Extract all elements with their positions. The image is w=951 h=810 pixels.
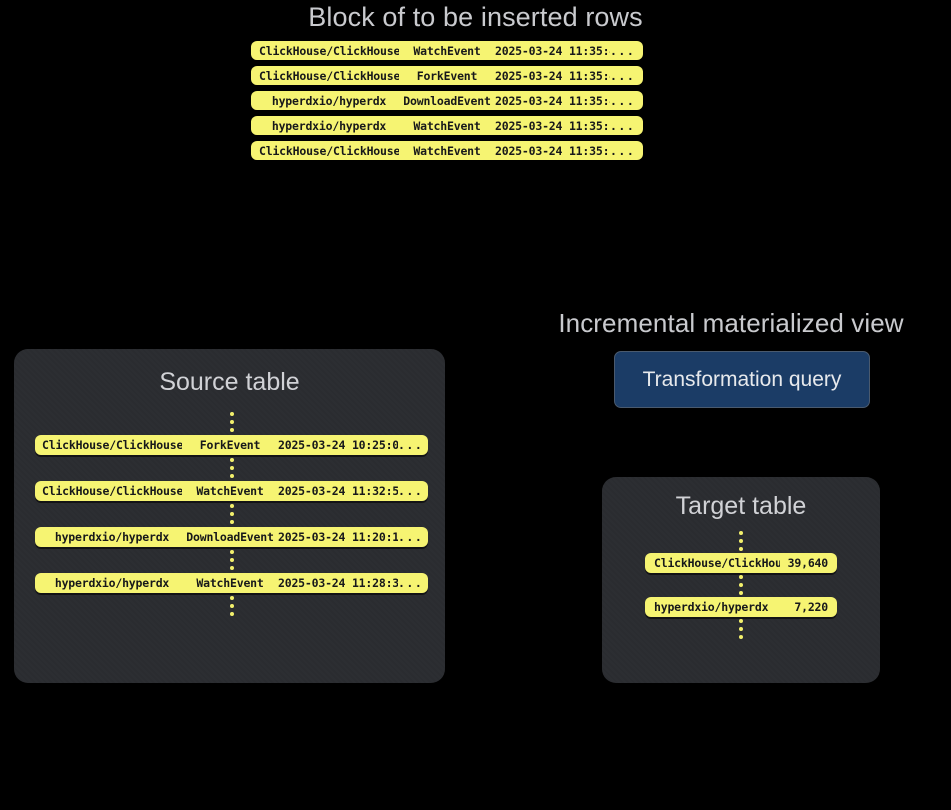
row-more-ellipsis: ... [398, 484, 421, 498]
block-of-inserted-rows: ClickHouse/ClickHouse WatchEvent 2025-03… [251, 41, 643, 166]
source-table-panel: Source table ClickHouse/ClickHouse ForkE… [14, 349, 445, 683]
row-repo: ClickHouse/ClickHouse [42, 484, 182, 498]
row-timestamp: 2025-03-24 10:25:00 [278, 438, 398, 452]
row-repo: hyperdxio/hyperdx [654, 600, 769, 614]
row-timestamp: 2025-03-24 11:35:44 [495, 68, 610, 83]
table-row: ClickHouse/ClickHouse ForkEvent 2025-03-… [35, 435, 428, 455]
source-table-body: ClickHouse/ClickHouse ForkEvent 2025-03-… [35, 409, 428, 619]
table-row: hyperdxio/hyperdx 7,220 [645, 597, 837, 617]
row-event: ForkEvent [416, 68, 478, 83]
table-row: hyperdxio/hyperdx WatchEvent 2025-03-24 … [251, 116, 643, 135]
row-repo: ClickHouse/ClickHouse [259, 43, 399, 58]
vertical-ellipsis-icon [35, 547, 428, 573]
transformation-query-box[interactable]: Transformation query [614, 351, 870, 408]
row-timestamp: 2025-03-24 11:28:32 [278, 576, 398, 590]
vertical-ellipsis-icon [35, 409, 428, 435]
table-row: ClickHouse/ClickHouse WatchEvent 2025-03… [35, 481, 428, 501]
target-table-title: Target table [675, 492, 807, 520]
table-row: hyperdxio/hyperdx WatchEvent 2025-03-24 … [35, 573, 428, 593]
table-row: hyperdxio/hyperdx DownloadEvent 2025-03-… [35, 527, 428, 547]
vertical-ellipsis-icon [645, 617, 837, 641]
table-row: ClickHouse/ClickHouse ForkEvent 2025-03-… [251, 66, 643, 85]
row-repo: ClickHouse/ClickHouse [259, 68, 399, 83]
row-more-ellipsis: ... [610, 118, 635, 133]
row-event: ForkEvent [199, 438, 261, 452]
row-repo: ClickHouse/ClickHouse [42, 438, 182, 452]
row-repo: hyperdxio/hyperdx [54, 576, 170, 590]
row-event: WatchEvent [196, 576, 264, 590]
table-row: hyperdxio/hyperdx DownloadEvent 2025-03-… [251, 91, 643, 110]
table-row: ClickHouse/ClickHouse WatchEvent 2025-03… [251, 141, 643, 160]
vertical-ellipsis-icon [645, 573, 837, 597]
row-count: 7,220 [794, 600, 828, 614]
vertical-ellipsis-icon [35, 455, 428, 481]
row-count: 39,640 [787, 556, 828, 570]
target-table-body: ClickHouse/ClickHouse 39,640 hyperdxio/h… [645, 529, 837, 641]
row-timestamp: 2025-03-24 11:32:54 [278, 484, 398, 498]
row-more-ellipsis: ... [610, 93, 635, 108]
row-timestamp: 2025-03-24 11:35:48 [495, 93, 610, 108]
table-row: ClickHouse/ClickHouse WatchEvent 2025-03… [251, 41, 643, 60]
target-table-panel: Target table ClickHouse/ClickHouse 39,64… [602, 477, 880, 683]
row-event: WatchEvent [413, 143, 481, 158]
source-table-title: Source table [159, 368, 300, 396]
row-repo: ClickHouse/ClickHouse [654, 556, 780, 570]
row-repo: hyperdxio/hyperdx [271, 118, 387, 133]
row-timestamp: 2025-03-24 11:20:12 [278, 530, 398, 544]
row-event: WatchEvent [413, 43, 481, 58]
row-repo: hyperdxio/hyperdx [54, 530, 170, 544]
row-more-ellipsis: ... [610, 68, 635, 83]
row-event: WatchEvent [413, 118, 481, 133]
vertical-ellipsis-icon [35, 501, 428, 527]
row-event: WatchEvent [196, 484, 264, 498]
row-repo: ClickHouse/ClickHouse [259, 143, 399, 158]
table-row: ClickHouse/ClickHouse 39,640 [645, 553, 837, 573]
row-timestamp: 2025-03-24 11:35:40 [495, 43, 610, 58]
row-more-ellipsis: ... [398, 438, 421, 452]
incremental-materialized-view-heading: Incremental materialized view [558, 308, 904, 338]
row-timestamp: 2025-03-24 11:35:52 [495, 118, 610, 133]
row-event: DownloadEvent [403, 93, 491, 108]
row-more-ellipsis: ... [610, 143, 635, 158]
row-event: DownloadEvent [186, 530, 274, 544]
row-more-ellipsis: ... [610, 43, 635, 58]
row-timestamp: 2025-03-24 11:35:54 [495, 143, 610, 158]
row-repo: hyperdxio/hyperdx [271, 93, 387, 108]
vertical-ellipsis-icon [645, 529, 837, 553]
vertical-ellipsis-icon [35, 593, 428, 619]
row-more-ellipsis: ... [398, 576, 421, 590]
block-heading: Block of to be inserted rows [308, 2, 643, 32]
row-more-ellipsis: ... [398, 530, 421, 544]
